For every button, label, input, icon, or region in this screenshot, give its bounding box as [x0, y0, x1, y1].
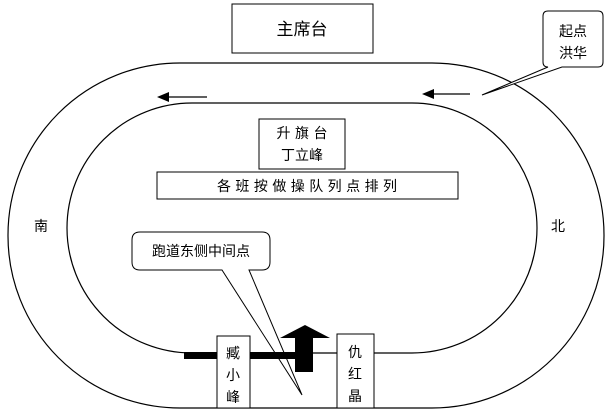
- person-right-char-1: 仇: [348, 345, 362, 361]
- class-lineup-box: [156, 171, 459, 200]
- person-left-box: [216, 335, 251, 409]
- person-left-char-3: 峰: [226, 390, 240, 406]
- direction-arrow-left: [157, 92, 207, 102]
- flag-platform-person: 丁立峰: [281, 148, 323, 164]
- reviewing-stand-box: [231, 3, 374, 54]
- track-midpoint-callout: [131, 231, 303, 396]
- person-right-box: [336, 333, 375, 409]
- reviewing-stand-label: 主席台: [277, 20, 328, 40]
- flag-platform-box: [258, 118, 346, 170]
- person-right-char-2: 红: [348, 367, 362, 383]
- south-label: 南: [34, 219, 48, 235]
- up-arrow-marker: [280, 325, 330, 372]
- flag-platform-label: 升 旗 台: [277, 126, 328, 142]
- person-left-char-1: 臧: [226, 345, 240, 362]
- start-point-person: 洪华: [559, 46, 587, 62]
- north-label: 北: [551, 219, 565, 235]
- track-midpoint-label: 跑道东侧中间点: [152, 244, 250, 260]
- person-left-char-2: 小: [226, 368, 240, 384]
- start-point-callout: [481, 10, 604, 96]
- direction-arrow-right: [422, 89, 470, 99]
- person-right-char-3: 晶: [348, 389, 362, 405]
- track-outer-boundary: [7, 62, 605, 409]
- class-lineup-label: 各 班 按 做 操 队 列 点 排 列: [217, 179, 397, 195]
- start-point-label: 起点: [559, 24, 587, 40]
